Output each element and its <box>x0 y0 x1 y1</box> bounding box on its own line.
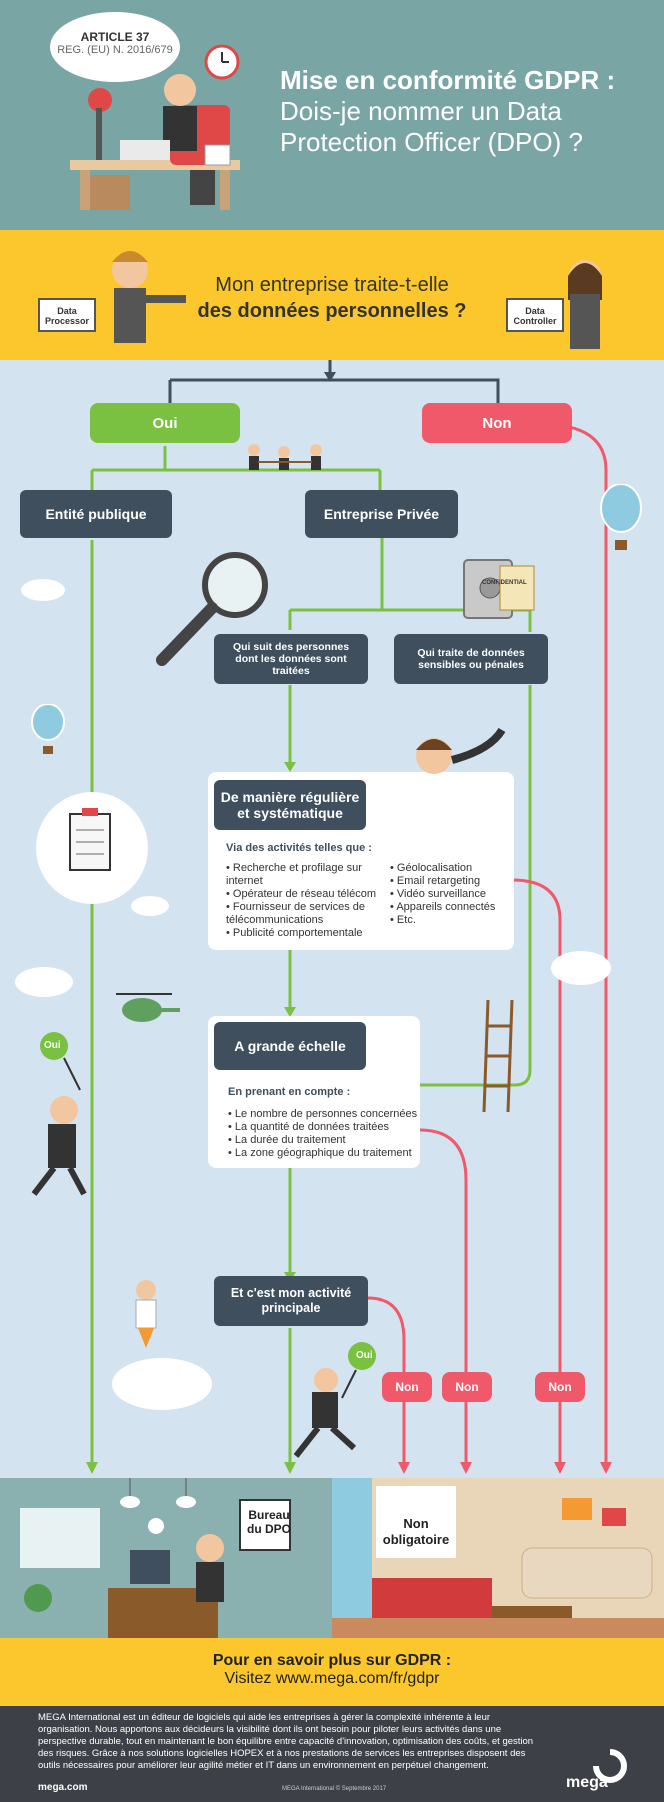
via-item: Géolocalisation <box>390 862 510 875</box>
magnifier-icon <box>156 552 268 666</box>
via-item: Publicité comportementale <box>226 927 376 940</box>
compte-item: La zone géographique du traitement <box>228 1147 418 1160</box>
grande-echelle-box: A grande échelle <box>214 1022 366 1070</box>
regulation-label: REG. (EU) N. 2016/679 <box>57 44 173 56</box>
office-worker-illustration <box>70 74 240 210</box>
via-item: Fournisseur de services de télécommunica… <box>226 901 376 927</box>
cloud-icon <box>15 967 73 997</box>
entreprise-privee-box: Entreprise Privée <box>305 490 458 538</box>
article-label: ARTICLE 37 <box>80 30 150 44</box>
question-banner <box>0 230 664 360</box>
via-item: Recherche et profilage sur internet <box>226 862 376 888</box>
cloud-icon <box>131 896 169 916</box>
non-button-3: Non <box>535 1372 585 1402</box>
qui-traite-box: Qui traite de données sensibles ou pénal… <box>394 634 548 684</box>
speech-bubble: ARTICLE 37 REG. (EU) N. 2016/679 <box>50 12 180 82</box>
mega-logo-text: mega <box>566 1774 608 1791</box>
footer-url-link[interactable]: Visitez www.mega.com/fr/gdpr <box>224 1670 440 1687</box>
footer-body-text: MEGA International est un éditeur de log… <box>38 1712 534 1771</box>
cloud-icon <box>551 951 611 985</box>
via-section: Via des activités telles que : <box>226 842 506 854</box>
via-item: Vidéo surveillance <box>390 888 510 901</box>
non-button-2: Non <box>442 1372 492 1402</box>
data-processor-sign: Data Processor <box>38 298 96 332</box>
ladder-icon <box>482 999 514 1113</box>
page-subtitle: Dois-je nommer un Data Protection Office… <box>280 96 583 157</box>
oui-button: Oui <box>90 403 240 443</box>
main-question: Mon entreprise traite-t-elle des données… <box>150 272 514 324</box>
helicopter-icon <box>116 993 180 1022</box>
data-processor-character <box>112 251 186 343</box>
question-line-2: des données personnelles ? <box>197 300 467 322</box>
oui-sign-left: Oui <box>44 1040 61 1051</box>
activite-principale-box: Et c'est mon activité principale <box>214 1276 368 1326</box>
question-line-1: Mon entreprise traite-t-elle <box>215 274 449 296</box>
page-title: Mise en conformité GDPR : <box>280 65 616 95</box>
safe-icon <box>463 559 535 619</box>
qui-suit-box: Qui suit des personnes dont les données … <box>214 634 368 684</box>
via-item: Opérateur de réseau télécom <box>226 888 376 901</box>
via-item: Email retargeting <box>390 875 510 888</box>
man-with-oui-sign-illustration <box>31 1032 87 1196</box>
man-with-oui-sign-illustration <box>293 1342 376 1458</box>
data-controller-sign: Data Controller <box>506 298 564 332</box>
footer-site-link[interactable]: mega.com <box>38 1782 88 1793</box>
via-item: Etc. <box>390 914 510 927</box>
hot-air-balloon-icon <box>31 704 65 754</box>
oui-sign-right: Oui <box>356 1350 373 1361</box>
compte-list: Le nombre de personnes concernées La qua… <box>228 1108 418 1160</box>
via-item: Appareils connectés <box>390 901 510 914</box>
footer-title: Pour en savoir plus sur GDPR : <box>212 1652 452 1669</box>
data-controller-character <box>568 260 602 349</box>
living-room-illustration <box>332 1478 664 1638</box>
tug-of-war-illustration <box>248 444 322 470</box>
peeking-man-illustration <box>416 727 506 774</box>
via-right-list: Géolocalisation Email retargeting Vidéo … <box>390 862 510 927</box>
hot-air-balloon-icon <box>600 484 642 550</box>
entite-publique-box: Entité publique <box>20 490 172 538</box>
bureau-dpo-label: Bureau du DPO <box>247 1508 291 1536</box>
via-left-list: Recherche et profilage sur internet Opér… <box>226 862 376 940</box>
via-label: Via des activités telles que : <box>226 842 372 854</box>
compte-item: Le nombre de personnes concernées <box>228 1108 418 1121</box>
compte-item: La quantité de données traitées <box>228 1121 418 1134</box>
compte-label: En prenant en compte : <box>228 1086 351 1098</box>
checklist-icon <box>36 792 148 904</box>
footer-info <box>0 1706 664 1802</box>
non-button: Non <box>422 403 572 443</box>
confidential-label: CONFIDENTIAL <box>482 580 527 586</box>
clock-icon <box>204 44 240 80</box>
cloud-icon <box>112 1358 212 1410</box>
mega-logo-icon <box>593 1749 627 1783</box>
non-obligatoire-label: Non obligatoire <box>382 1516 450 1547</box>
dpo-office-illustration <box>20 1478 291 1638</box>
footer-cta: Pour en savoir plus sur GDPR : Visitez w… <box>0 1638 664 1706</box>
compte-item: La durée du traitement <box>228 1134 418 1147</box>
copyright-label: MEGA International © Septembre 2017 <box>282 1786 387 1792</box>
reguliere-box: De manière régulière et systématique <box>214 780 366 830</box>
rocket-man-illustration <box>135 1280 157 1348</box>
non-button-1: Non <box>382 1372 432 1402</box>
cloud-icon <box>21 579 65 601</box>
